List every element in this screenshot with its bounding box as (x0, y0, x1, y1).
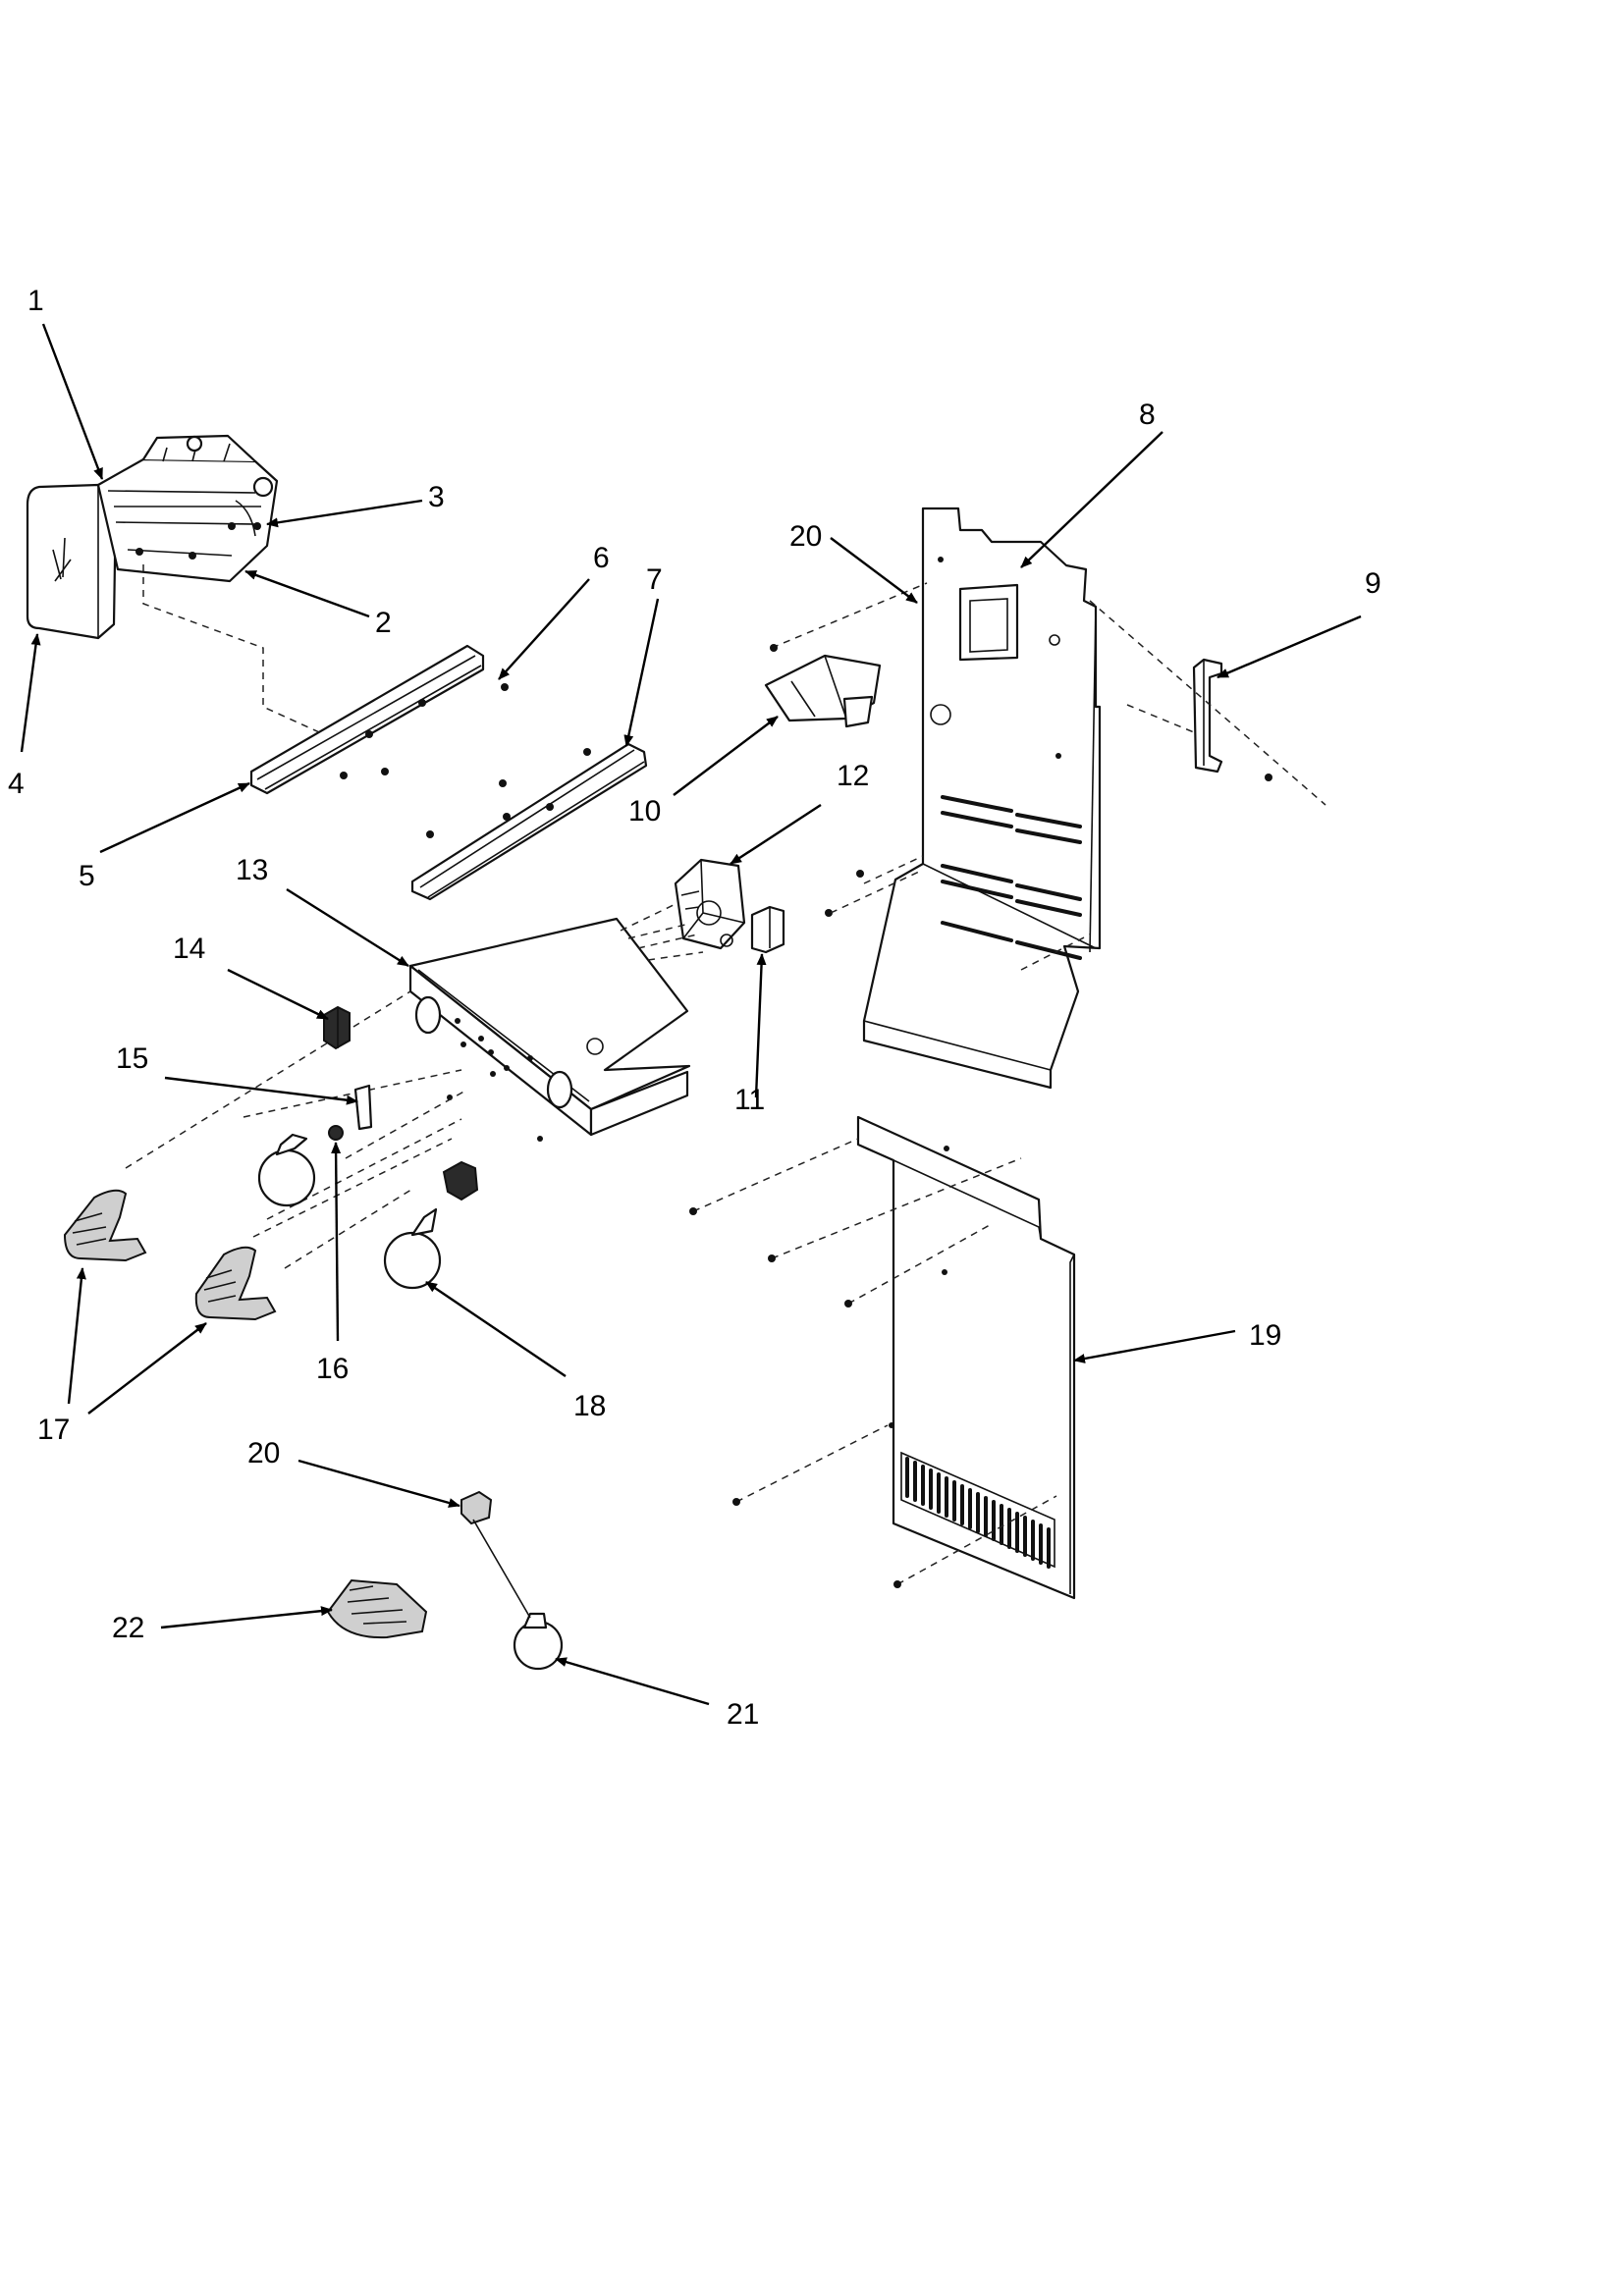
callout-16: 16 (316, 1353, 349, 1385)
lamp-cover-bottom (194, 1246, 277, 1321)
callout-20-lower: 20 (247, 1437, 280, 1469)
callout-6: 6 (593, 542, 610, 574)
dispenser-housing (408, 917, 691, 1142)
callout-4: 4 (8, 768, 25, 800)
ice-maker-assembly (26, 434, 279, 640)
dispenser-motor (674, 858, 746, 950)
callout-10: 10 (628, 795, 661, 828)
callout-1: 1 (27, 285, 44, 317)
callout-labels: 1 3 2 4 5 6 7 8 9 10 11 12 13 14 15 16 1… (8, 285, 1381, 1731)
lower-panel-grille (905, 1457, 1051, 1569)
callout-5: 5 (79, 860, 95, 892)
lamp-cover-top (63, 1189, 147, 1262)
callout-7: 7 (646, 563, 663, 596)
callout-22: 22 (112, 1612, 144, 1644)
back-panel (862, 507, 1102, 1090)
lower-panel (856, 1115, 1076, 1600)
callout-3: 3 (428, 481, 445, 513)
callout-9: 9 (1365, 567, 1381, 600)
callout-11: 11 (734, 1084, 765, 1116)
rail-right (410, 683, 648, 901)
leader-lines (20, 323, 1362, 1706)
callout-2: 2 (375, 607, 392, 639)
rail-left (249, 644, 485, 795)
lamp-nut (328, 1125, 344, 1141)
callout-17: 17 (37, 1414, 70, 1446)
lamp-socket-20 (460, 1490, 531, 1619)
lamp-socket-lower (442, 1160, 479, 1201)
light-bulb-21 (513, 1612, 564, 1671)
lamp-lens (326, 1578, 428, 1639)
callout-14: 14 (173, 933, 205, 965)
dispenser-switch (750, 905, 833, 954)
light-bulb-18 (383, 1207, 442, 1290)
callout-8: 8 (1139, 399, 1156, 431)
callout-19: 19 (1249, 1319, 1281, 1352)
callout-20-upper: 20 (789, 520, 822, 553)
callout-13: 13 (236, 854, 268, 886)
callout-21: 21 (727, 1698, 759, 1731)
lamp-socket-upper (323, 1005, 351, 1050)
air-duct (764, 654, 882, 728)
lamp-bracket (353, 1084, 373, 1131)
callout-18: 18 (573, 1390, 606, 1422)
callout-15: 15 (116, 1042, 148, 1075)
side-bracket (1192, 658, 1272, 781)
light-bulb-upper (257, 1133, 316, 1207)
callout-12: 12 (837, 760, 869, 792)
